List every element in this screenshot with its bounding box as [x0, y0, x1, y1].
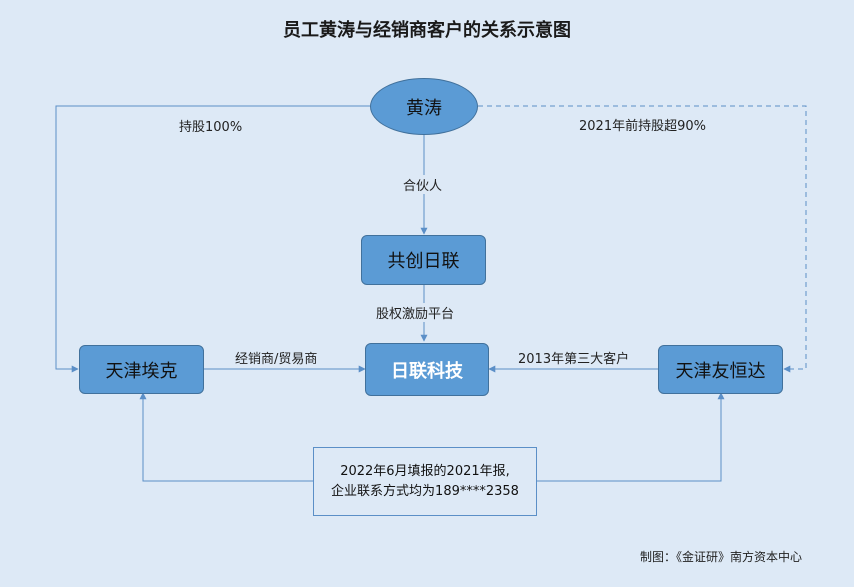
edge-note-aike: [139, 392, 313, 482]
label-distributor: 经销商/贸易商: [232, 348, 321, 367]
label-holding-90: 2021年前持股超90%: [576, 115, 709, 134]
edge-huangtao-youhengda: [478, 105, 807, 373]
node-youhengda: 天津友恒达: [658, 345, 783, 394]
note-line-2: 企业联系方式均为189****2358: [331, 483, 519, 499]
label-equity-platform: 股权激励平台: [373, 303, 458, 322]
label-top3-customer: 2013年第三大客户: [515, 348, 633, 367]
label-holding-100: 持股100%: [176, 116, 246, 135]
edge-huangtao-aike: [55, 105, 370, 373]
node-gongchuang: 共创日联: [361, 235, 486, 285]
note-box: 2022年6月填报的2021年报, 企业联系方式均为189****2358: [313, 447, 537, 516]
node-rilian: 日联科技: [365, 343, 489, 396]
edge-note-youhengda: [537, 392, 725, 482]
credit-text: 制图：《金证研》南方资本中心: [639, 550, 802, 564]
note-line-1: 2022年6月填报的2021年报,: [340, 463, 510, 479]
node-aike: 天津埃克: [79, 345, 204, 394]
label-partner: 合伙人: [400, 175, 446, 194]
diagram-title: 员工黄涛与经销商客户的关系示意图: [283, 20, 571, 41]
node-huangtao: 黄涛: [370, 78, 478, 135]
